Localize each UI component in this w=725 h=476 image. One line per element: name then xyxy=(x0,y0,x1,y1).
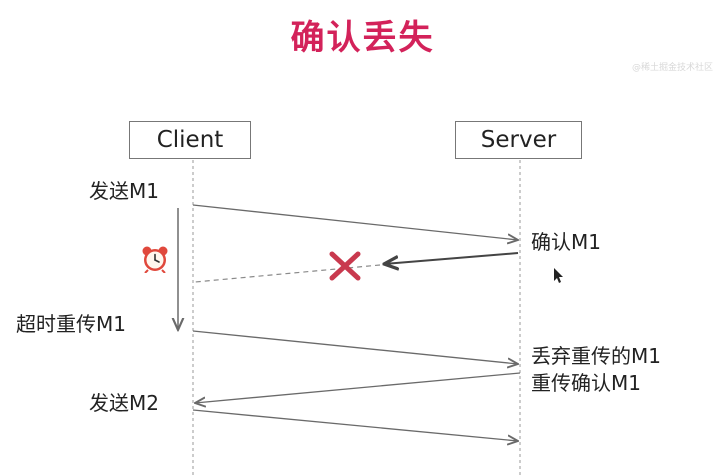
message-resend-m1 xyxy=(192,330,518,364)
slide-title: 确认丢失 xyxy=(290,18,435,58)
label-send-m2: 发送M2 xyxy=(89,391,159,415)
server-box: Server xyxy=(455,121,582,159)
message-send-m2 xyxy=(192,409,518,441)
label-timeout-resend-m1: 超时重传M1 xyxy=(16,312,126,336)
cursor-icon xyxy=(554,268,563,283)
message-send-m1 xyxy=(192,204,518,240)
label-discard-duplicate-m1: 丢弃重传的M1 xyxy=(531,344,661,368)
lost-cross-icon xyxy=(329,251,361,281)
message-ack-m1-sent xyxy=(384,252,519,264)
label-resend-ack-m1: 重传确认M1 xyxy=(531,371,641,395)
label-send-m1: 发送M1 xyxy=(89,179,159,203)
watermark: @稀土掘金技术社区 xyxy=(631,63,713,73)
client-box: Client xyxy=(129,121,251,159)
message-resend-ack-m1 xyxy=(195,372,521,403)
alarm-clock-icon xyxy=(142,246,168,273)
label-ack-m1: 确认M1 xyxy=(531,230,601,254)
